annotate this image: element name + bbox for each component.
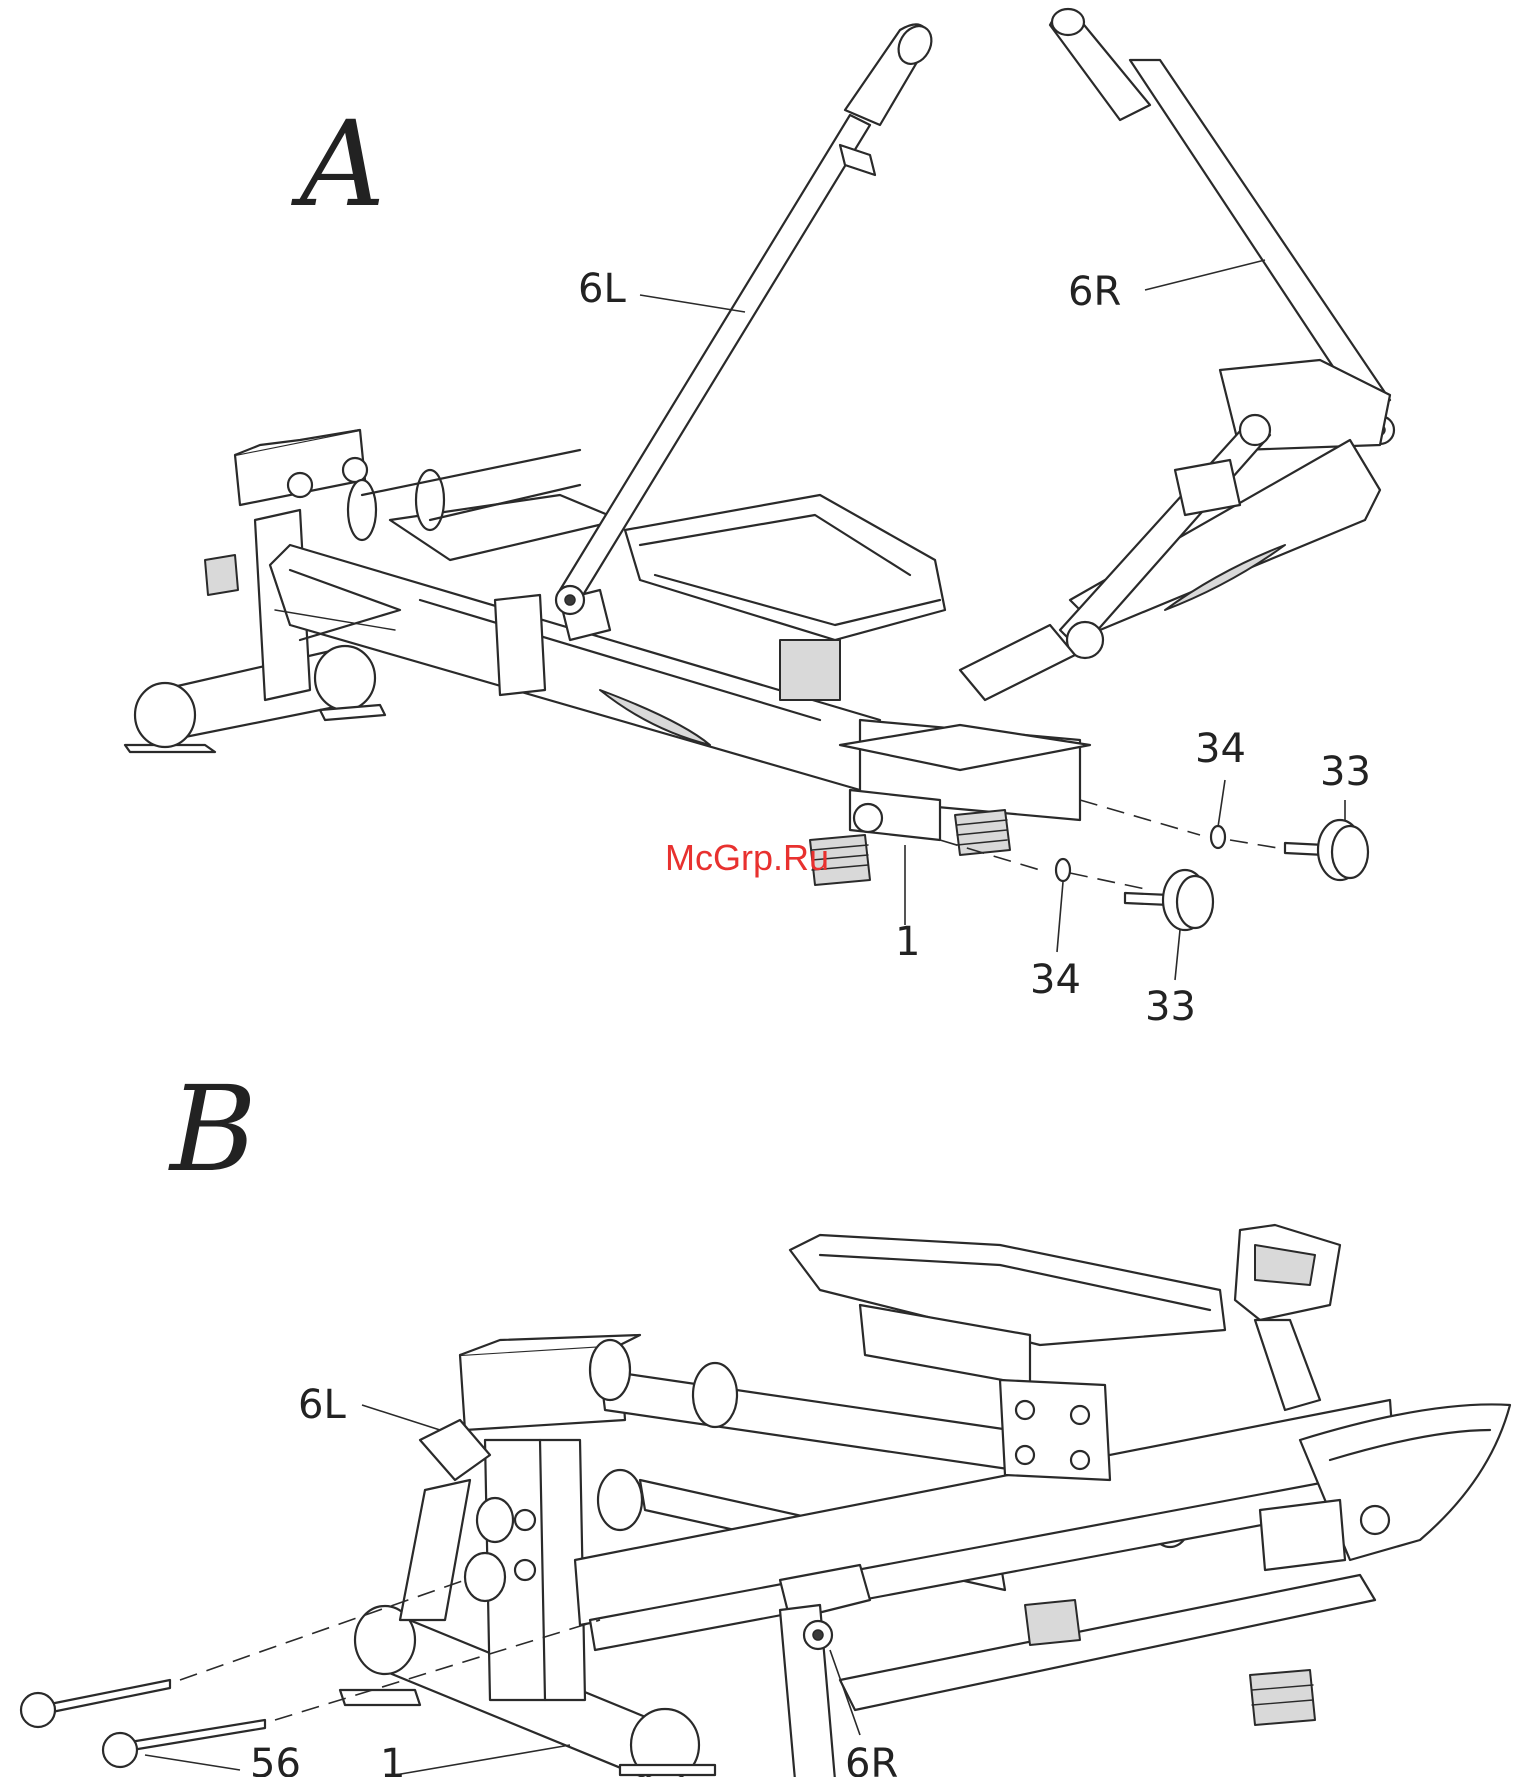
step-a-label-34-front: 34 [1030, 957, 1081, 1003]
step-a-label-33-back: 33 [1320, 749, 1371, 795]
step-a-knob-front [1125, 870, 1213, 930]
step-b-letter: B [168, 1060, 257, 1198]
step-b-illustration: B [21, 1060, 1510, 1777]
step-b-monitor [1235, 1225, 1340, 1410]
step-a-illustration: A [125, 9, 1394, 1030]
step-a-label-33-front: 33 [1145, 984, 1196, 1030]
step-a-leader-6r [1145, 260, 1265, 290]
step-b-label-6l: 6L [298, 1382, 346, 1428]
step-a-letter: A [291, 95, 385, 233]
step-b-leader-56 [145, 1755, 240, 1770]
watermark-text: McGrp.Ru [665, 837, 829, 878]
step-a-leader-6l [640, 295, 745, 312]
step-b-frame-knob [465, 1553, 505, 1601]
step-a-knob-back [1285, 820, 1368, 880]
step-a-dash-back [1080, 800, 1200, 835]
step-a-dash-back-knob [1230, 840, 1290, 850]
step-b-label-1: 1 [380, 1741, 405, 1777]
step-a-rear-stabilizer [125, 646, 385, 752]
step-a-label-6l: 6L [578, 266, 626, 312]
step-b-leader-1 [395, 1745, 570, 1775]
step-a-washer-front [1056, 859, 1070, 881]
step-a-label-34-back: 34 [1195, 726, 1246, 772]
step-b-label-6r: 6R [845, 1741, 898, 1777]
step-b-label-56: 56 [250, 1741, 301, 1777]
step-b-pin-upper [21, 1680, 170, 1727]
step-a-handle-right [1050, 9, 1394, 630]
step-a-label-1: 1 [895, 919, 920, 965]
step-a-washer-back [1211, 826, 1225, 848]
step-a-label-6r: 6R [1068, 269, 1121, 315]
step-a-leader-34-back [1218, 780, 1225, 827]
step-b-leader-6l [362, 1405, 440, 1430]
step-a-leader-34-front [1057, 882, 1063, 952]
step-a-dash-front-knob [1070, 873, 1150, 890]
step-b-pin-lower [103, 1720, 265, 1767]
step-a-leader-33-front [1175, 930, 1180, 980]
